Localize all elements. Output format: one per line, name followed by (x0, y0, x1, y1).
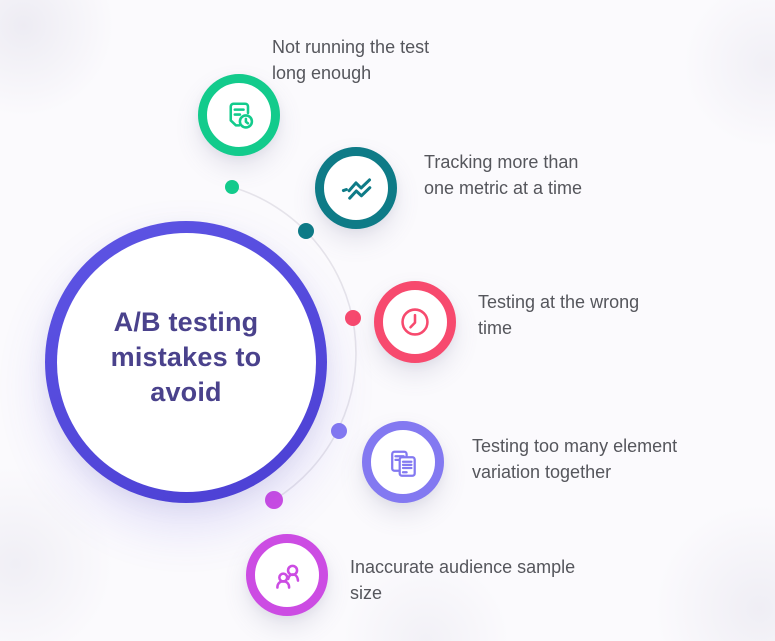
note-clock-icon (229, 102, 254, 129)
people-icon (276, 564, 300, 589)
connector-dot-4 (331, 423, 347, 439)
label-line: one metric at a time (424, 178, 583, 198)
label-line: Testing too many element (472, 436, 678, 456)
mistake-node-5 (246, 534, 328, 616)
connector-dot-2 (298, 223, 314, 239)
central-circle-inner: A/B testing mistakes to avoid (56, 232, 316, 492)
mistake-label-2: Tracking more than one metric at a time (424, 149, 582, 201)
mistake-label-5: Inaccurate audience sample size (350, 554, 575, 606)
label-line: variation together (472, 462, 612, 482)
central-title-line: mistakes to (110, 341, 262, 372)
label-line: time (478, 318, 513, 338)
label-line: Inaccurate audience sample (350, 557, 576, 577)
central-circle: A/B testing mistakes to avoid (45, 221, 327, 503)
mistake-label-1: Not running the test long enough (272, 34, 429, 86)
central-title-line: A/B testing (113, 306, 259, 337)
connector-dot-1 (225, 180, 239, 194)
label-line: Testing at the wrong (478, 292, 640, 312)
label-line: size (350, 583, 383, 603)
line-chart-icon (341, 178, 372, 200)
mistake-label-4: Testing too many element variation toget… (472, 433, 677, 485)
label-line: long enough (272, 63, 372, 83)
central-title: A/B testing mistakes to avoid (111, 305, 262, 410)
central-title-line: avoid (150, 376, 222, 407)
label-line: Tracking more than (424, 152, 579, 172)
mistake-node-1 (198, 74, 280, 156)
connector-dot-5 (265, 491, 283, 509)
documents-icon (391, 450, 416, 477)
mistake-label-3: Testing at the wrong time (478, 289, 639, 341)
mistake-node-3 (374, 281, 456, 363)
connector-dot-3 (345, 310, 361, 326)
mistake-node-4 (362, 421, 444, 503)
mistake-node-2 (315, 147, 397, 229)
clock-icon (401, 308, 429, 336)
label-line: Not running the test (272, 37, 430, 57)
